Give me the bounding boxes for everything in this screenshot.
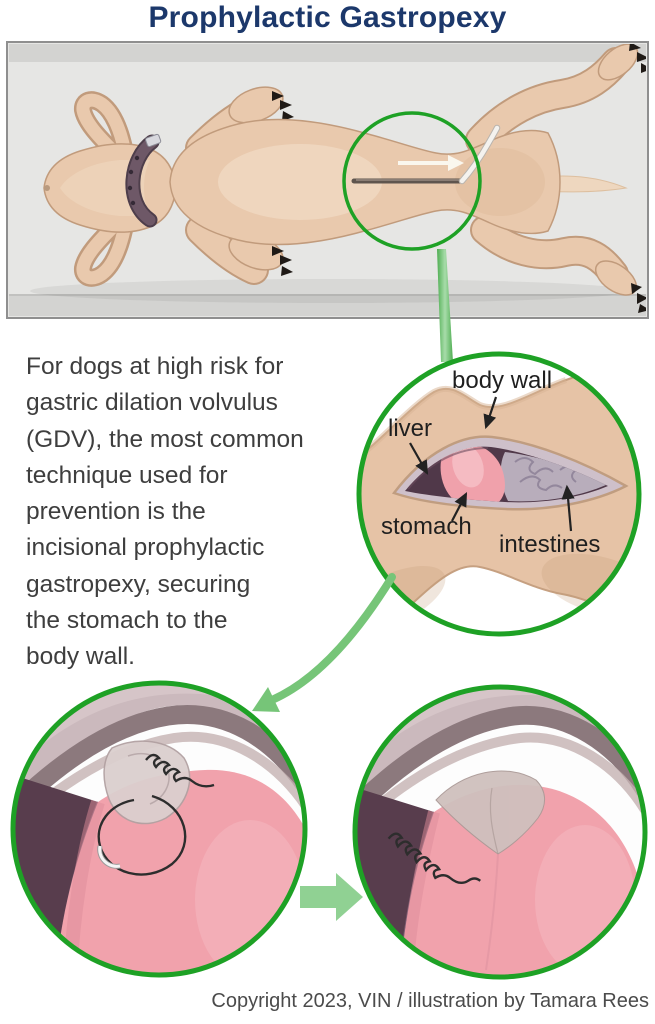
surgical-probe xyxy=(351,124,501,185)
incision-highlight-circle xyxy=(342,111,482,251)
copyright-notice: Copyright 2023, VIN / illustration by Ta… xyxy=(211,990,649,1012)
suture-step1-circle xyxy=(10,680,308,978)
label-stomach: stomach xyxy=(381,513,472,540)
completed-suture-line xyxy=(387,832,482,885)
page-title: Prophylactic Gastropexy xyxy=(148,1,507,34)
next-step-arrow-icon xyxy=(300,873,363,921)
suture-step2-circle xyxy=(352,684,648,980)
hind-paw-claws xyxy=(629,44,646,73)
dog-collar xyxy=(125,133,162,228)
front-paw-claws xyxy=(272,91,294,121)
zoom-connector-wedge xyxy=(437,249,453,362)
label-pointer-arrows xyxy=(409,396,575,532)
anatomy-detail-circle xyxy=(356,351,642,637)
intestines-art xyxy=(500,452,606,502)
label-liver: liver xyxy=(388,415,433,442)
direction-arrow-icon xyxy=(398,155,464,171)
dog-illustration xyxy=(43,44,646,313)
label-body-wall: body wall xyxy=(452,367,553,394)
intro-paragraph: For dogs at high risk for gastric dilati… xyxy=(26,353,304,671)
detail-curved-arrow-icon xyxy=(252,573,396,712)
dog-overview-panel xyxy=(6,41,649,319)
suture-thread-needle xyxy=(97,753,215,876)
label-intestines: intestines xyxy=(499,531,601,558)
